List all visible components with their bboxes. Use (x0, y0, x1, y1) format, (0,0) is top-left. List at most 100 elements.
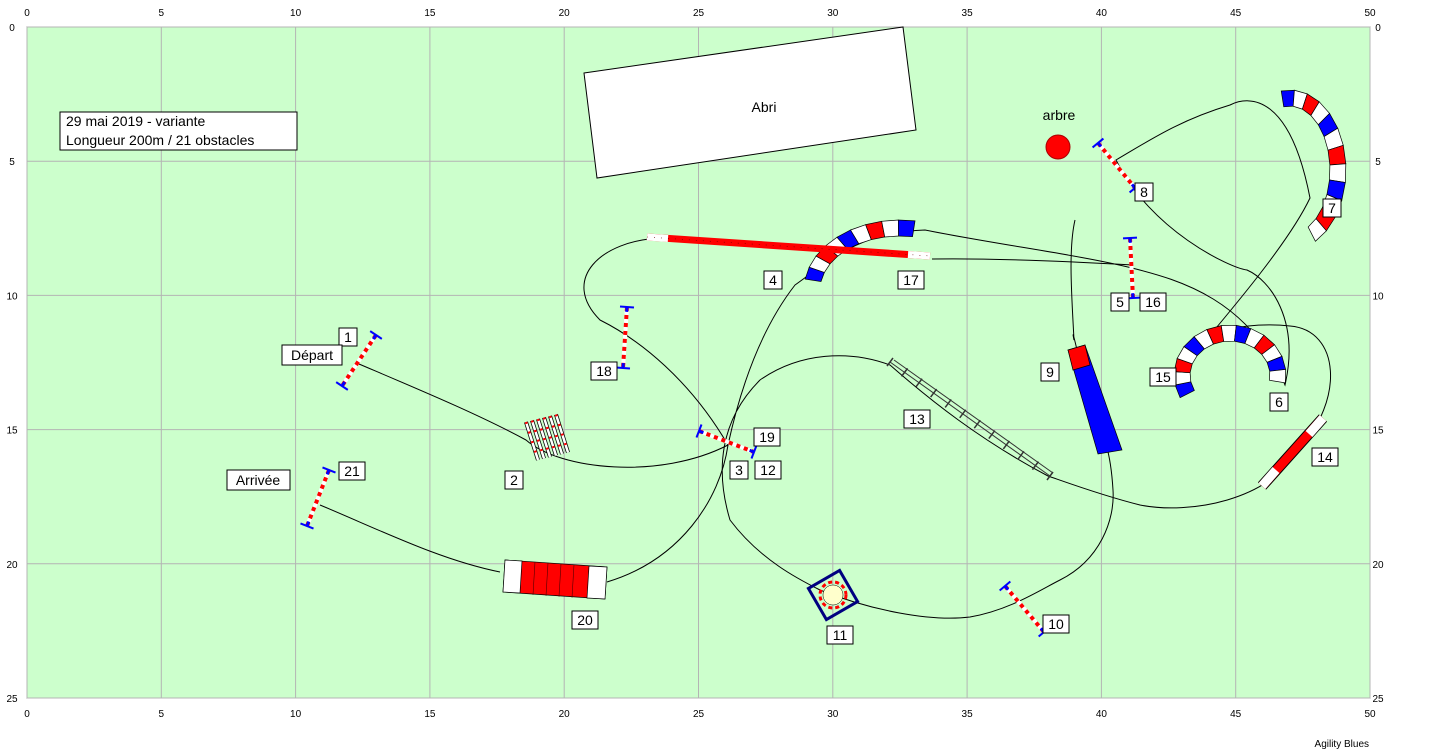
x-tick-label-bottom: 20 (559, 709, 571, 720)
signature: Agility Blues (1315, 739, 1369, 750)
obstacles (300, 89, 1347, 638)
obstacle-number-20: 20 (571, 610, 599, 630)
y-tick-label-left: 25 (6, 694, 18, 705)
obstacle-number-text: 12 (760, 462, 776, 478)
obstacle-number-18: 18 (590, 361, 618, 381)
obstacle-number-1: 1 (338, 327, 358, 347)
x-tick-label-bottom: 35 (962, 709, 974, 720)
obstacle-number-text: 6 (1275, 394, 1283, 410)
x-tick-label-bottom: 10 (290, 709, 302, 720)
obstacle-number-text: 11 (833, 627, 848, 643)
y-tick-label-right: 20 (1372, 560, 1384, 571)
tree-label: arbre (1043, 107, 1076, 123)
obstacle-number-text: 17 (903, 272, 919, 288)
obstacle-number-4: 4 (763, 270, 783, 290)
x-tick-label-top: 35 (962, 8, 974, 19)
obstacle-number-text: 15 (1155, 369, 1171, 385)
field-axes: 0055101015152020252530303535404045455050… (6, 8, 1384, 720)
obstacle-number-17: 17 (897, 270, 925, 290)
obstacle-number-5: 5 (1110, 292, 1130, 312)
jump-1 (335, 330, 383, 391)
y-tick-label-right: 15 (1372, 426, 1384, 437)
x-tick-label-top: 5 (159, 8, 165, 19)
tunnel-7 (1280, 89, 1347, 242)
finish-label-group: Arrivée (226, 469, 291, 491)
x-tick-label-top: 10 (290, 8, 302, 19)
x-tick-label-bottom: 45 (1230, 709, 1242, 720)
obstacle-number-7: 7 (1322, 198, 1342, 218)
jump-3-19 (695, 424, 758, 459)
obstacle-number-text: 18 (596, 363, 612, 379)
obstacle-number-9: 9 (1040, 362, 1060, 382)
y-tick-label-left: 10 (6, 291, 18, 302)
x-tick-label-top: 30 (827, 8, 839, 19)
x-tick-label-top: 50 (1364, 8, 1376, 19)
obstacle-number-16: 16 (1139, 292, 1167, 312)
x-tick-label-bottom: 0 (24, 709, 30, 720)
y-tick-label-right: 10 (1372, 291, 1384, 302)
obstacle-number-text: 19 (759, 429, 775, 445)
obstacle-number-text: 2 (510, 472, 518, 488)
x-tick-label-top: 40 (1096, 8, 1108, 19)
y-tick-label-left: 20 (6, 560, 18, 571)
jump-5-16 (1122, 236, 1141, 300)
tunnel-15 (1173, 324, 1287, 399)
obstacle-number-15: 15 (1149, 367, 1177, 387)
x-tick-label-top: 0 (24, 8, 30, 19)
obstacle-number-text: 21 (344, 463, 360, 479)
obstacle-number-text: 20 (577, 612, 593, 628)
shelter: Abri (583, 26, 917, 179)
tunnel-14 (1257, 414, 1328, 490)
shelter-label: Abri (752, 99, 777, 115)
seesaw-9 (1067, 344, 1123, 455)
obstacle-number-text: 1 (344, 329, 352, 345)
chute-20 (502, 559, 608, 600)
y-tick-label-left: 15 (6, 426, 18, 437)
obstacle-number-text: 13 (909, 411, 925, 427)
obstacle-number-text: 7 (1328, 200, 1336, 216)
x-tick-label-bottom: 25 (693, 709, 705, 720)
info-line-length: Longueur 200m / 21 obstacles (66, 132, 254, 148)
y-tick-label-right: 0 (1375, 23, 1381, 34)
obstacle-number-text: 9 (1046, 364, 1054, 380)
jump-18 (615, 305, 635, 370)
obstacle-number-text: 14 (1317, 449, 1333, 465)
start-label: Départ (291, 347, 333, 363)
obstacle-number-text: 4 (769, 272, 777, 288)
obstacle-number-text: 3 (735, 462, 743, 478)
x-tick-label-top: 45 (1230, 8, 1242, 19)
x-tick-label-bottom: 40 (1096, 709, 1108, 720)
obstacle-number-21: 21 (338, 461, 366, 481)
x-tick-label-top: 25 (693, 8, 705, 19)
obstacle-number-text: 10 (1048, 616, 1064, 632)
x-tick-label-bottom: 15 (424, 709, 436, 720)
obstacle-number-12: 12 (754, 460, 782, 480)
obstacle-number-14: 14 (1311, 447, 1339, 467)
finish-label: Arrivée (236, 472, 281, 488)
obstacle-number-text: 8 (1140, 184, 1148, 200)
x-tick-label-top: 15 (424, 8, 436, 19)
obstacle-number-text: 5 (1116, 294, 1124, 310)
long-jump-2 (524, 413, 570, 461)
obstacle-number-2: 2 (504, 470, 524, 490)
dogwalk-17 (646, 233, 931, 260)
tire-11 (806, 568, 860, 622)
obstacle-number-3: 3 (729, 460, 749, 480)
weave-poles-13 (886, 357, 1054, 481)
info-line-date: 29 mai 2019 - variante (66, 113, 206, 129)
y-tick-label-left: 0 (9, 23, 15, 34)
y-tick-label-right: 25 (1372, 694, 1384, 705)
obstacle-number-11: 11 (826, 625, 854, 645)
y-tick-label-left: 5 (9, 157, 15, 168)
x-tick-label-top: 20 (559, 8, 571, 19)
x-tick-label-bottom: 5 (159, 709, 165, 720)
jump-21 (300, 466, 336, 530)
obstacle-number-8: 8 (1134, 182, 1154, 202)
obstacle-number-13: 13 (903, 409, 931, 429)
jump-8 (1091, 137, 1142, 194)
start-label-group: Départ (281, 344, 343, 366)
obstacle-number-19: 19 (753, 427, 781, 447)
obstacle-number-10: 10 (1042, 614, 1070, 634)
